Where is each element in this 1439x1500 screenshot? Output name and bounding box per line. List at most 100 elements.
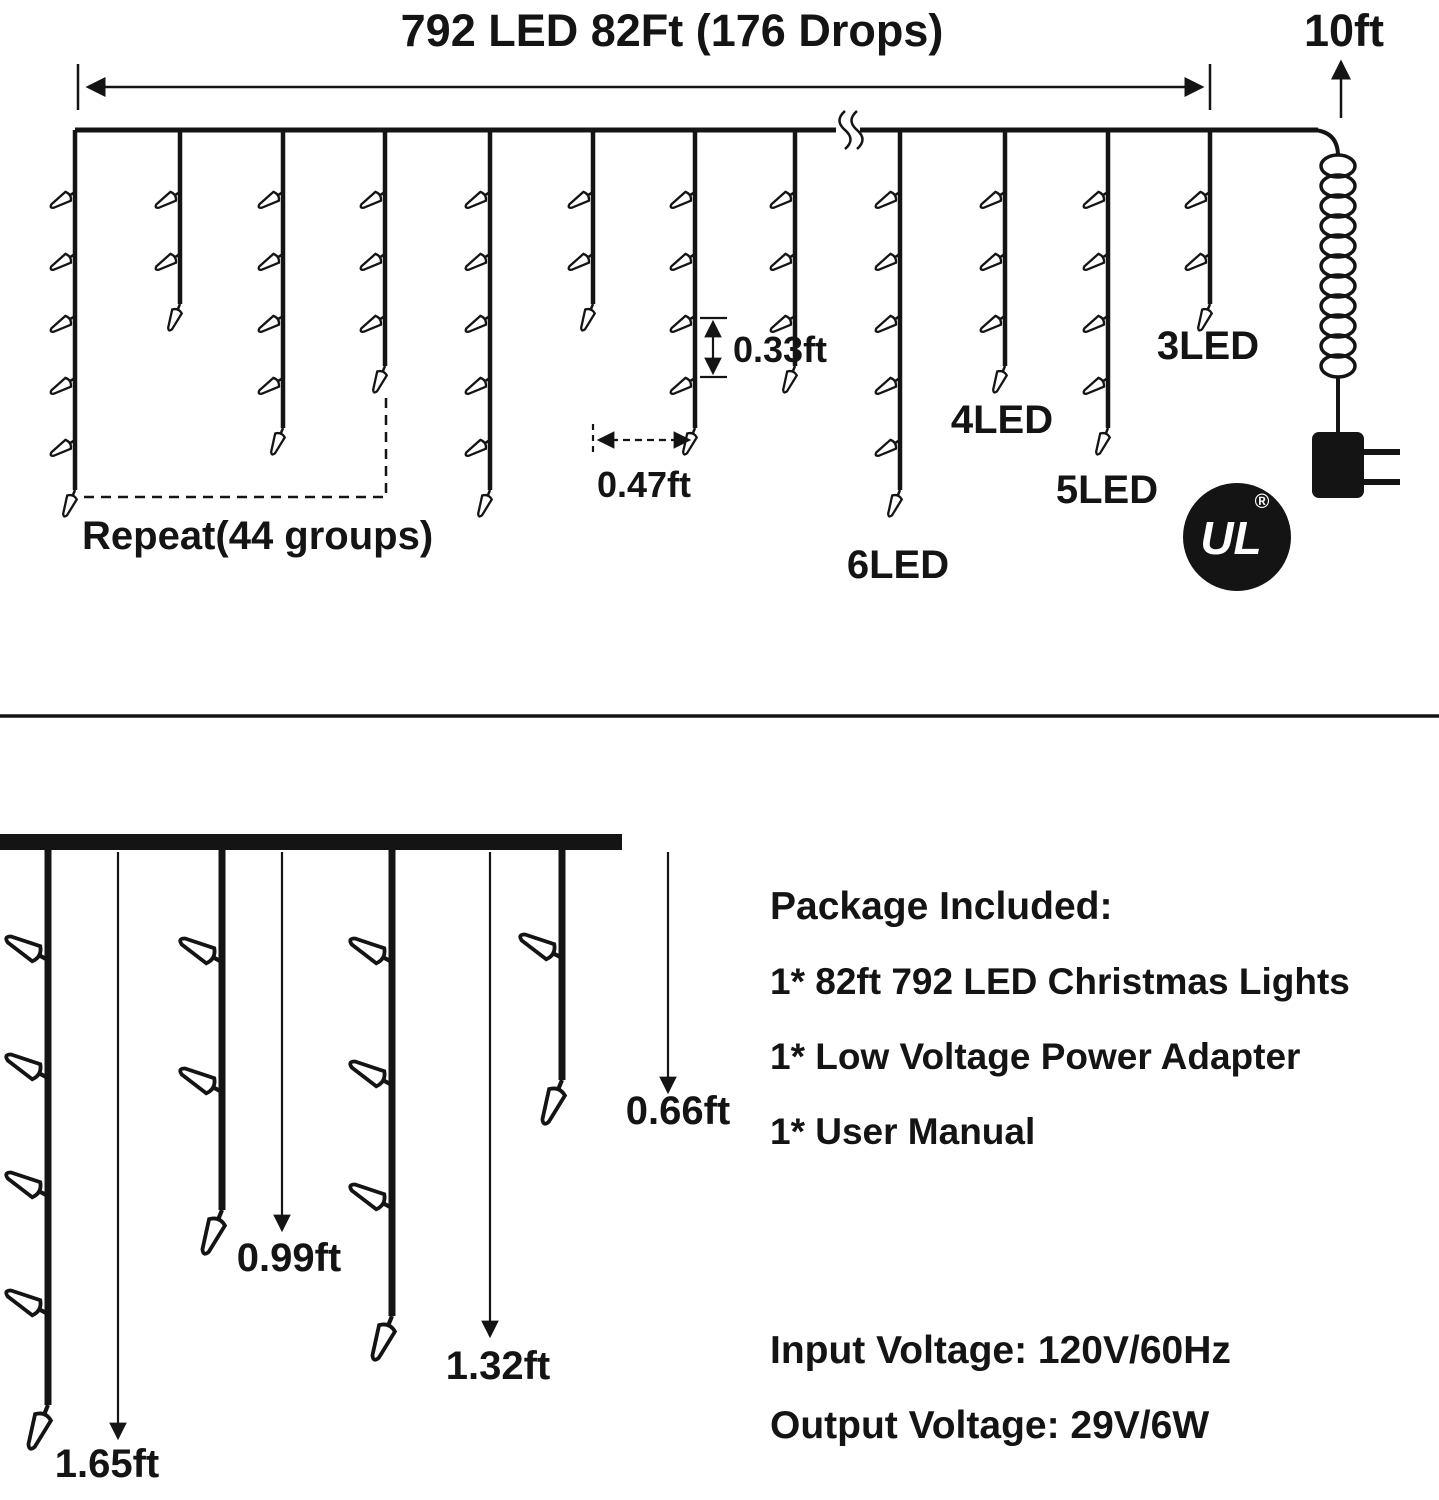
ul-certification-badge: UL ® <box>1183 483 1291 591</box>
led-bulb-icon <box>567 252 594 271</box>
led-bulb-icon <box>1184 252 1211 271</box>
drop-length-label-099: 0.99ft <box>237 1236 342 1280</box>
led-bulb-icon <box>887 489 904 518</box>
led-bulb-icon <box>1197 303 1214 332</box>
led-bulb-icon <box>477 489 494 518</box>
led-bulb-icon <box>49 314 76 333</box>
drop-length-label-132: 1.32ft <box>446 1344 551 1388</box>
led-bulb-icon <box>464 252 491 271</box>
led-bulb-icon <box>257 252 284 271</box>
led-bulb-icon <box>359 190 386 209</box>
led-spacing-dimension <box>700 316 727 379</box>
led-bulb-icon <box>26 1404 54 1451</box>
led-bulb-icon <box>4 1052 49 1082</box>
diagram-title: 792 LED 82Ft (176 Drops) <box>401 5 944 56</box>
led-bulb-icon <box>669 190 696 209</box>
led-bulb-icon <box>979 252 1006 271</box>
led-bulb-icon <box>874 314 901 333</box>
led-bulb-icon <box>178 1066 223 1096</box>
led-bulb-icon <box>359 252 386 271</box>
led-bulb-icon <box>154 252 181 271</box>
led-bulb-icon <box>979 314 1006 333</box>
power-cord-coil <box>1319 153 1357 379</box>
led-bulb-icon <box>4 1288 49 1318</box>
ul-mark: UL <box>1200 512 1261 564</box>
led-bulb-icon <box>567 190 594 209</box>
package-item-manual: 1* User Manual <box>770 1111 1035 1152</box>
led-bulb-icon <box>1184 190 1211 209</box>
led-spacing-label: 0.33ft <box>733 329 827 370</box>
drop-label-5led: 5LED <box>1056 468 1158 512</box>
drop-length-label-066: 0.66ft <box>626 1089 731 1133</box>
led-bulb-icon <box>372 365 389 394</box>
led-bulb-icon <box>874 190 901 209</box>
led-bulb-icon <box>370 1315 398 1362</box>
icicle-drops-top <box>49 130 1214 518</box>
ul-registered-icon: ® <box>1255 491 1270 513</box>
led-bulb-icon <box>200 1209 228 1256</box>
led-bulb-icon <box>669 252 696 271</box>
total-length-dimension <box>76 64 1212 110</box>
power-plug-icon <box>1312 378 1400 498</box>
led-bulb-icon <box>49 190 76 209</box>
led-bulb-icon <box>49 376 76 395</box>
led-bulb-icon <box>782 365 799 394</box>
led-bulb-icon <box>769 252 796 271</box>
led-bulb-icon <box>464 190 491 209</box>
led-bulb-icon <box>1082 252 1109 271</box>
led-bulb-icon <box>167 303 184 332</box>
led-bulb-icon <box>669 314 696 333</box>
led-bulb-icon <box>540 1079 568 1126</box>
led-bulb-icon <box>4 934 49 964</box>
repeat-group-label: Repeat(44 groups) <box>82 514 433 558</box>
led-bulb-icon <box>359 314 386 333</box>
led-bulb-icon <box>580 303 597 332</box>
icicle-drops-bottom <box>4 842 568 1451</box>
led-bulb-icon <box>992 365 1009 394</box>
led-bulb-icon <box>257 190 284 209</box>
package-item-lights: 1* 82ft 792 LED Christmas Lights <box>770 961 1350 1002</box>
drop-length-label-165: 1.65ft <box>55 1442 160 1486</box>
led-bulb-icon <box>669 376 696 395</box>
package-title: Package Included: <box>770 885 1112 928</box>
led-bulb-icon <box>178 936 223 966</box>
drop-spacing-dimension <box>591 424 692 456</box>
led-bulb-icon <box>682 427 699 456</box>
led-bulb-icon <box>769 314 796 333</box>
led-bulb-icon <box>4 1170 49 1200</box>
drop-label-4led: 4LED <box>951 398 1053 442</box>
led-bulb-icon <box>464 438 491 457</box>
led-bulb-icon <box>49 438 76 457</box>
drop-length-arrows <box>109 852 677 1441</box>
led-bulb-icon <box>464 376 491 395</box>
main-wire <box>75 127 1340 157</box>
repeat-group-outline <box>84 392 388 499</box>
drop-label-3led: 3LED <box>1157 324 1259 368</box>
led-bulb-icon <box>518 932 563 962</box>
led-bulb-icon <box>348 936 393 966</box>
roof-wire-bar <box>0 834 622 850</box>
led-bulb-icon <box>348 1059 393 1089</box>
led-bulb-icon <box>154 190 181 209</box>
led-bulb-icon <box>62 489 79 518</box>
led-bulb-icon <box>874 376 901 395</box>
package-item-adapter: 1* Low Voltage Power Adapter <box>770 1036 1300 1077</box>
led-bulb-icon <box>979 190 1006 209</box>
led-bulb-icon <box>874 252 901 271</box>
input-voltage-spec: Input Voltage: 120V/60Hz <box>770 1329 1231 1372</box>
lead-wire-length-label: 10ft <box>1304 5 1384 56</box>
led-bulb-icon <box>49 252 76 271</box>
led-bulb-icon <box>874 438 901 457</box>
wire-break-icon <box>838 110 864 150</box>
led-bulb-icon <box>270 427 287 456</box>
drop-spacing-label: 0.47ft <box>597 464 691 505</box>
led-bulb-icon <box>257 314 284 333</box>
led-bulb-icon <box>464 314 491 333</box>
led-bulb-icon <box>348 1182 393 1212</box>
led-bulb-icon <box>1095 427 1112 456</box>
led-bulb-icon <box>1082 376 1109 395</box>
output-voltage-spec: Output Voltage: 29V/6W <box>770 1404 1209 1447</box>
led-bulb-icon <box>769 190 796 209</box>
